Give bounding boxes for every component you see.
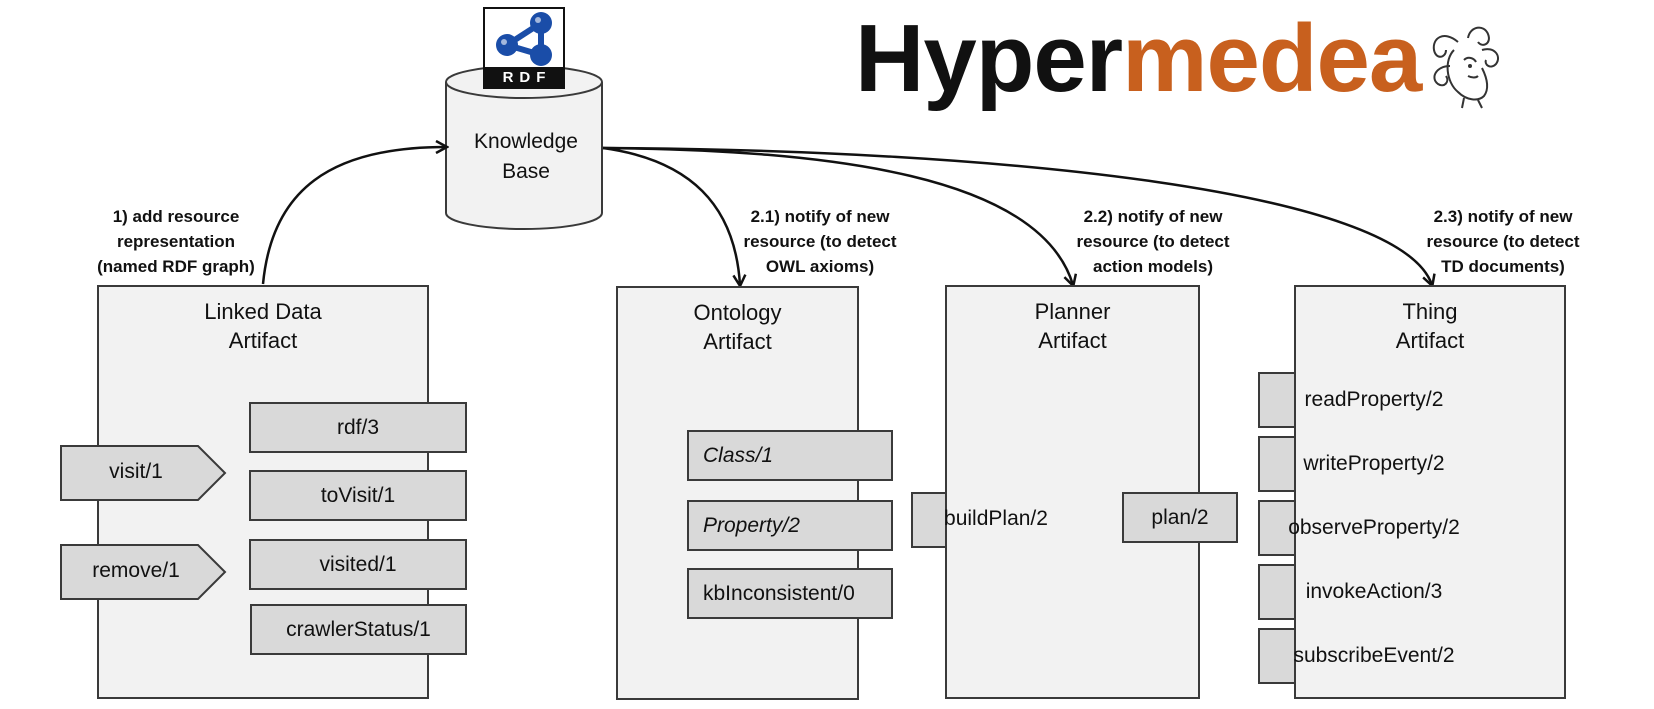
kb-line-1: Knowledge [474, 130, 578, 153]
artifact-title-line: Artifact [703, 329, 772, 354]
artifact-title-line: Artifact [228, 328, 298, 353]
observable-visited: visited/1 [249, 539, 467, 590]
operation-observe-property[interactable]: observeProperty/2 [1288, 516, 1460, 539]
observable-rdf: rdf/3 [249, 402, 467, 453]
operation-invoke-action[interactable]: invokeAction/3 [1305, 580, 1443, 603]
annotation-line: action models) [1093, 257, 1213, 276]
artifact-title: Linked Data Artifact [99, 297, 427, 355]
annotation-line: OWL axioms) [765, 257, 875, 276]
observable-kb-inconsistent: kbInconsistent/0 [687, 568, 893, 619]
arrow-notify-thing [602, 146, 1432, 285]
observable-crawler-status: crawlerStatus/1 [250, 604, 467, 655]
hypermedea-logo: Hypermedea [855, 4, 1422, 114]
annotation-line: 2.3) notify of new [1433, 207, 1573, 226]
annotation-notify-td: 2.3) notify of new resource (to detect T… [1413, 204, 1593, 279]
thing-artifact: Thing Artifact [1294, 285, 1566, 699]
operation-shape-visit [60, 445, 227, 501]
annotation-notify-owl: 2.1) notify of new resource (to detect O… [730, 204, 910, 279]
annotation-notify-action-models: 2.2) notify of new resource (to detect a… [1063, 204, 1243, 279]
ontology-artifact: Ontology Artifact [616, 286, 859, 700]
annotation-line: resource (to detect [743, 232, 897, 251]
artifact-title: Thing Artifact [1296, 297, 1564, 355]
annotation-line: representation [116, 232, 236, 251]
observable-plan: plan/2 [1122, 492, 1238, 543]
artifact-title-line: Linked Data [204, 299, 322, 324]
artifact-title-line: Ontology [693, 300, 782, 325]
operation-shape-remove [60, 544, 227, 600]
annotation-line: resource (to detect [1426, 232, 1580, 251]
operation-read-property[interactable]: readProperty/2 [1304, 388, 1444, 411]
operation-build-plan[interactable]: buildPlan/2 [944, 507, 1048, 530]
annotation-line: 1) add resource [112, 207, 240, 226]
artifact-title-line: Artifact [1395, 328, 1465, 353]
observable-property: Property/2 [687, 500, 893, 551]
arrow-notify-ontology [602, 146, 740, 285]
artifact-title-line: Planner [1034, 299, 1111, 324]
rdf-label: RDF [485, 67, 563, 87]
knowledge-base-label: Knowledge Base [446, 127, 606, 187]
annotation-line: (named RDF graph) [97, 257, 255, 276]
operation-visit[interactable]: visit/1 [109, 460, 163, 483]
artifact-title: Planner Artifact [947, 297, 1198, 355]
annotation-add-resource: 1) add resource representation (named RD… [86, 204, 266, 279]
logo-text-accent: medea [1122, 5, 1422, 112]
annotation-line: resource (to detect [1076, 232, 1230, 251]
arrow-add-resource [261, 147, 446, 285]
operation-write-property[interactable]: writeProperty/2 [1303, 452, 1445, 475]
artifact-title-line: Thing [1402, 299, 1458, 324]
annotation-line: 2.1) notify of new [750, 207, 890, 226]
operation-remove[interactable]: remove/1 [92, 559, 180, 582]
rdf-logo: RDF [483, 7, 565, 89]
operation-subscribe-event[interactable]: subscribeEvent/2 [1293, 644, 1455, 667]
observable-to-visit: toVisit/1 [249, 470, 467, 521]
artifact-title: Ontology Artifact [618, 298, 857, 356]
rdf-molecule-icon [496, 12, 552, 66]
medusa-head-icon [1432, 26, 1500, 109]
logo-text-dark: Hyper [855, 5, 1123, 112]
annotation-line: 2.2) notify of new [1083, 207, 1223, 226]
observable-class: Class/1 [687, 430, 893, 481]
artifact-title-line: Artifact [1038, 328, 1107, 353]
kb-line-2: Base [502, 160, 550, 183]
annotation-line: TD documents) [1441, 257, 1565, 276]
